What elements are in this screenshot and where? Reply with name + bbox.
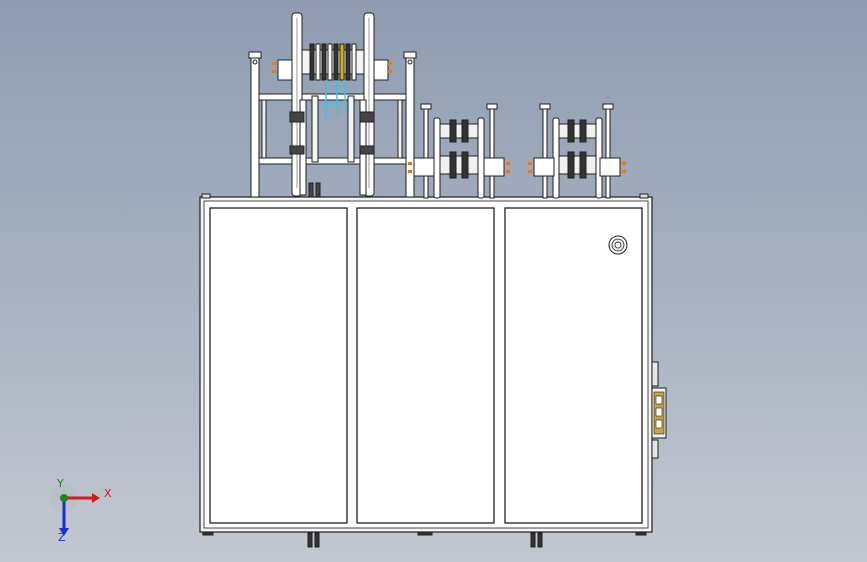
cabinet <box>199 193 667 548</box>
y-axis-label: Y <box>57 477 64 490</box>
z-axis-label: Z <box>58 531 66 544</box>
axis-triad-icon <box>50 484 100 536</box>
tension-unit-right <box>528 103 626 199</box>
cabinet-door-left <box>209 207 348 524</box>
door-lock-icon <box>608 235 628 255</box>
cabinet-door-right <box>504 207 643 524</box>
electrical-box <box>651 361 667 459</box>
main-unwind-frame <box>248 12 417 198</box>
tension-unit-middle <box>408 103 510 199</box>
x-axis-label: X <box>104 487 112 500</box>
cabinet-door-middle <box>356 207 495 524</box>
axis-triad: X Y Z <box>44 477 124 550</box>
cabinet-feet <box>202 531 647 548</box>
